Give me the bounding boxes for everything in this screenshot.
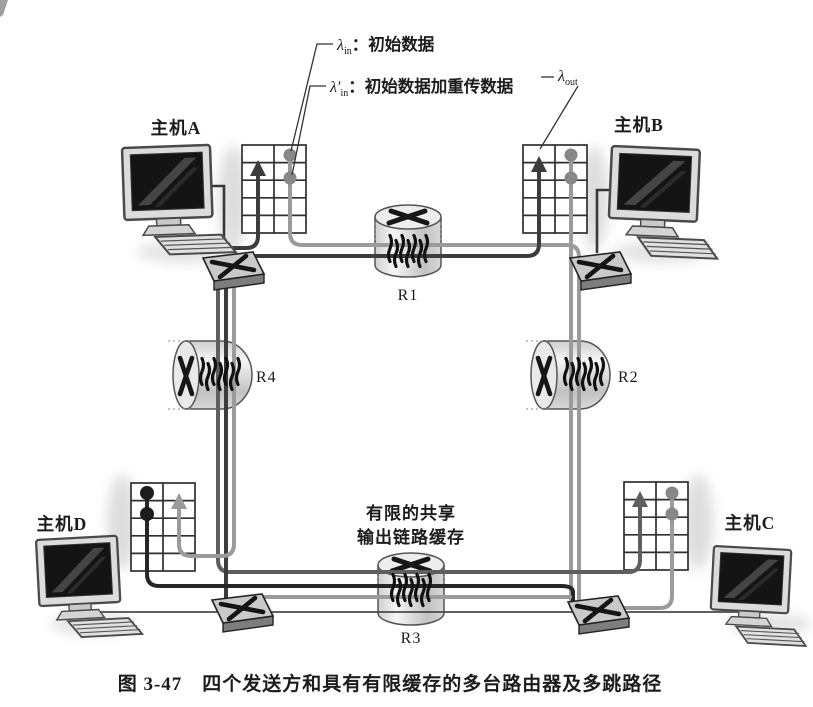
- packets-r4: [198, 356, 242, 392]
- link-hostA-queue-to-R2: [288, 158, 581, 609]
- packet-dot: [564, 171, 578, 185]
- callout-lambda-out: [539, 85, 579, 150]
- callout-lines: [290, 43, 579, 176]
- labels-layer: λin：初始数据 λ′in：初始数据加重传数据 λout 主机A 主机B 主机D…: [37, 34, 776, 695]
- link-computerA-to-switchTL: [206, 184, 226, 254]
- buffer-host-c: [623, 481, 689, 571]
- packet-dot: [665, 507, 679, 521]
- buffer-host-b: [522, 144, 588, 234]
- label-router-r4: R4: [256, 369, 277, 386]
- packets-r3: [389, 572, 433, 608]
- router-congestion-layer: [198, 233, 606, 608]
- packets-r1: [386, 233, 430, 269]
- callout-lambda-in-prime: [291, 85, 326, 176]
- switches-layer: [201, 251, 633, 635]
- packet-dot-dark: [140, 507, 154, 521]
- packet-dot-dark: [140, 486, 154, 500]
- arrow-up-hostB: [531, 156, 547, 172]
- label-host-c: 主机C: [725, 513, 776, 533]
- switch-bottom-left: [210, 593, 275, 633]
- arrow-up-hostD: [171, 493, 187, 509]
- switch-bottom-right: [566, 595, 631, 635]
- packet-dot: [665, 486, 679, 500]
- packets-r2: [562, 356, 606, 392]
- buffer-host-a: [241, 144, 307, 234]
- keyboard: [65, 617, 145, 639]
- packet-dot: [564, 148, 578, 162]
- link-hostC-queue-to-switchBR: [618, 496, 674, 610]
- label-host-b: 主机B: [614, 115, 664, 135]
- keyboard: [153, 233, 238, 256]
- label-host-d: 主机D: [37, 514, 88, 534]
- link-switchTL-to-hostB-arrow: [254, 163, 541, 258]
- packet-dot: [283, 148, 297, 162]
- annotation-lambda-in: λin：初始数据: [336, 34, 435, 57]
- packets-and-arrows-layer: [140, 148, 679, 521]
- switch-top-right: [568, 251, 633, 291]
- figure-caption: 图 3-47 四个发送方和具有有限缓存的多台路由器及多跳路径: [118, 672, 663, 695]
- computer-host-a: [120, 143, 238, 256]
- callout-lambda-in: [290, 43, 333, 152]
- link-hostD-queue-to-switchBR: [145, 496, 575, 608]
- arrow-up-hostA: [250, 160, 266, 176]
- link-R4-to-hostD-arrow: [177, 285, 236, 558]
- computer-host-b: [607, 144, 720, 260]
- label-router-r3: R3: [401, 630, 422, 647]
- host-buffers-layer: [130, 144, 689, 572]
- arrow-up-hostC: [632, 491, 648, 507]
- switch-top-left: [201, 251, 266, 291]
- label-router-r2: R2: [618, 369, 639, 386]
- annotation-lambda-in-prime: λ′in：初始数据加重传数据: [329, 76, 514, 99]
- label-host-a: 主机A: [151, 118, 202, 138]
- computer-host-d: [34, 534, 145, 639]
- label-r3-buffer-note-line1: 有限的共享: [366, 503, 456, 523]
- link-hostA-lambda-in-arrow: [228, 166, 260, 250]
- link-switchTL-via-R4-R3-to-hostC-arrow: [216, 285, 642, 574]
- keyboard: [734, 625, 808, 647]
- buffer-host-d: [130, 482, 196, 572]
- keyboard: [636, 236, 720, 260]
- computers-layer: [34, 143, 808, 647]
- packet-dot: [283, 171, 297, 185]
- annotation-lambda-out: λout: [557, 68, 578, 88]
- label-router-r1: R1: [398, 287, 419, 304]
- computer-host-c: [709, 545, 808, 647]
- label-r3-buffer-note-line2: 输出链路缓存: [357, 527, 465, 547]
